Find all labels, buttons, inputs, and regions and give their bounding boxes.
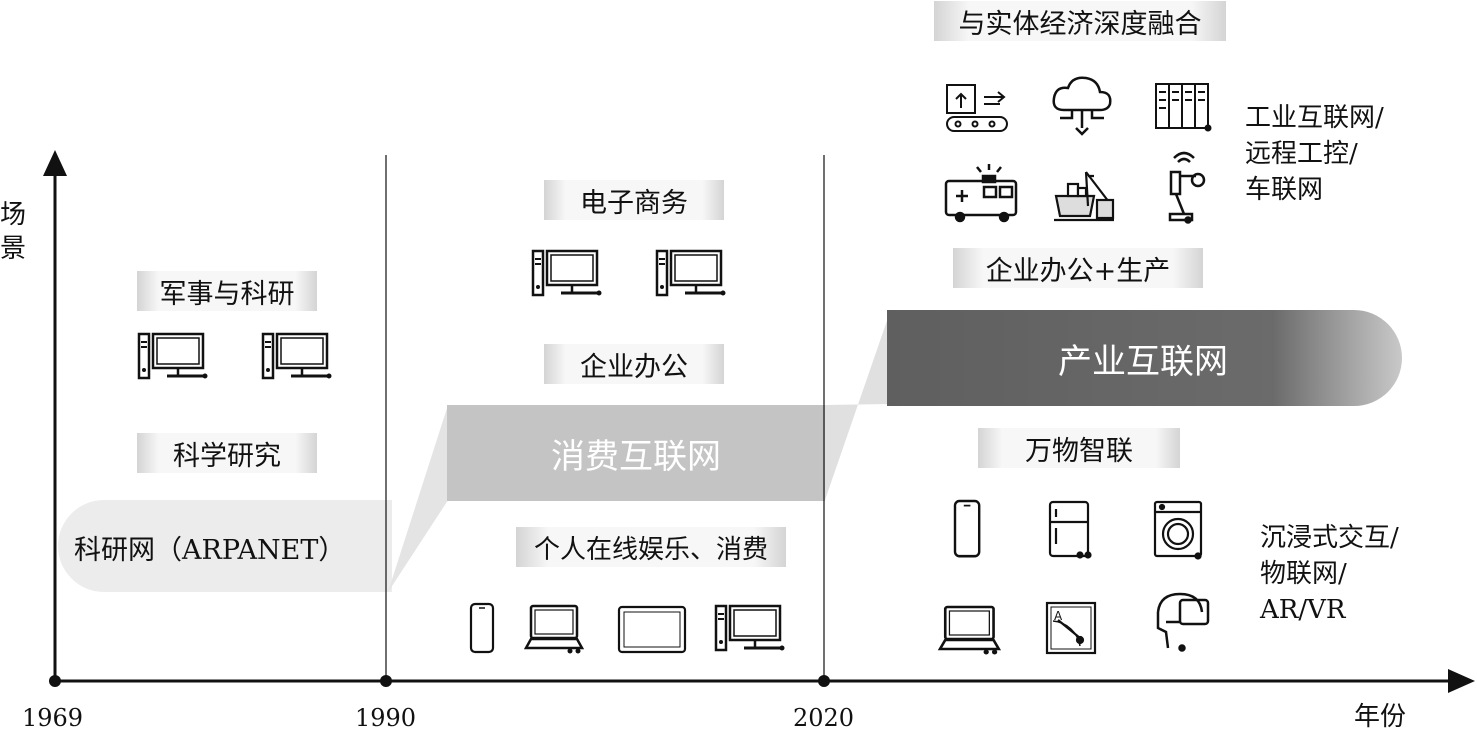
year-dot-1969	[49, 675, 61, 687]
meter-gauge-icon: A	[1045, 601, 1097, 655]
tablet-icon	[617, 605, 687, 654]
label-ecommerce: 电子商务	[544, 180, 724, 220]
band-label-consumer-internet: 消费互联网	[551, 436, 721, 477]
label-enterprise-office: 企业办公	[544, 344, 724, 384]
x-axis-label: 年份	[1354, 702, 1407, 732]
refrigerator-icon	[1048, 500, 1092, 559]
side-text-immersive: 沉浸式交互/ 物联网/ AR/VR	[1260, 523, 1399, 625]
band-label-industrial-internet: 产业互联网	[1058, 341, 1228, 382]
washing-machine-icon	[1153, 500, 1203, 560]
desktop-computer-icon	[714, 604, 786, 652]
y-axis-arrow	[43, 150, 67, 176]
year-dot-1990	[380, 675, 392, 687]
laptop-icon	[524, 604, 584, 655]
band-connector-2	[825, 312, 890, 500]
year-label-2020: 2020	[793, 704, 855, 732]
server-rack-icon	[1155, 83, 1212, 132]
x-axis-arrow	[1448, 669, 1475, 693]
smartphone-icon	[953, 499, 981, 558]
label-personal-entertainment: 个人在线娱乐、消费	[516, 527, 786, 567]
band-label-arpanet: 科研网（ARPANET）	[74, 535, 346, 566]
smartphone-icon	[469, 602, 495, 654]
label-military-research: 军事与科研	[137, 271, 317, 311]
vr-headset-icon	[1156, 592, 1210, 652]
desktop-computer-icon	[655, 249, 727, 297]
desktop-computer-icon	[531, 249, 603, 297]
year-label-1969: 1969	[22, 704, 84, 732]
cloud-network-icon	[1052, 76, 1112, 136]
side-text-industrial: 工业互联网/ 远程工控/ 车联网	[1245, 103, 1384, 205]
ambulance-icon	[944, 164, 1018, 223]
label-real-economy-integration: 与实体经济深度融合	[934, 1, 1226, 41]
label-office-production: 企业办公+生产	[953, 248, 1203, 288]
desktop-computer-icon	[261, 332, 333, 380]
robot-arm-icon	[1168, 151, 1206, 224]
desktop-computer-icon	[137, 332, 209, 380]
laptop-icon	[938, 605, 1001, 656]
band-industrial-internet	[887, 310, 1402, 406]
label-iot: 万物智联	[978, 428, 1180, 468]
year-dot-2020	[818, 675, 830, 687]
svg-text:A: A	[1054, 609, 1063, 623]
y-axis-label: 场 景	[0, 200, 27, 264]
factory-transfer-icon	[946, 84, 1008, 132]
port-crane-ship-icon	[1054, 171, 1115, 222]
year-label-1990: 1990	[355, 704, 417, 732]
band-consumer-internet	[447, 405, 825, 501]
band-arpanet	[58, 500, 392, 592]
label-scientific-research: 科学研究	[137, 433, 317, 473]
